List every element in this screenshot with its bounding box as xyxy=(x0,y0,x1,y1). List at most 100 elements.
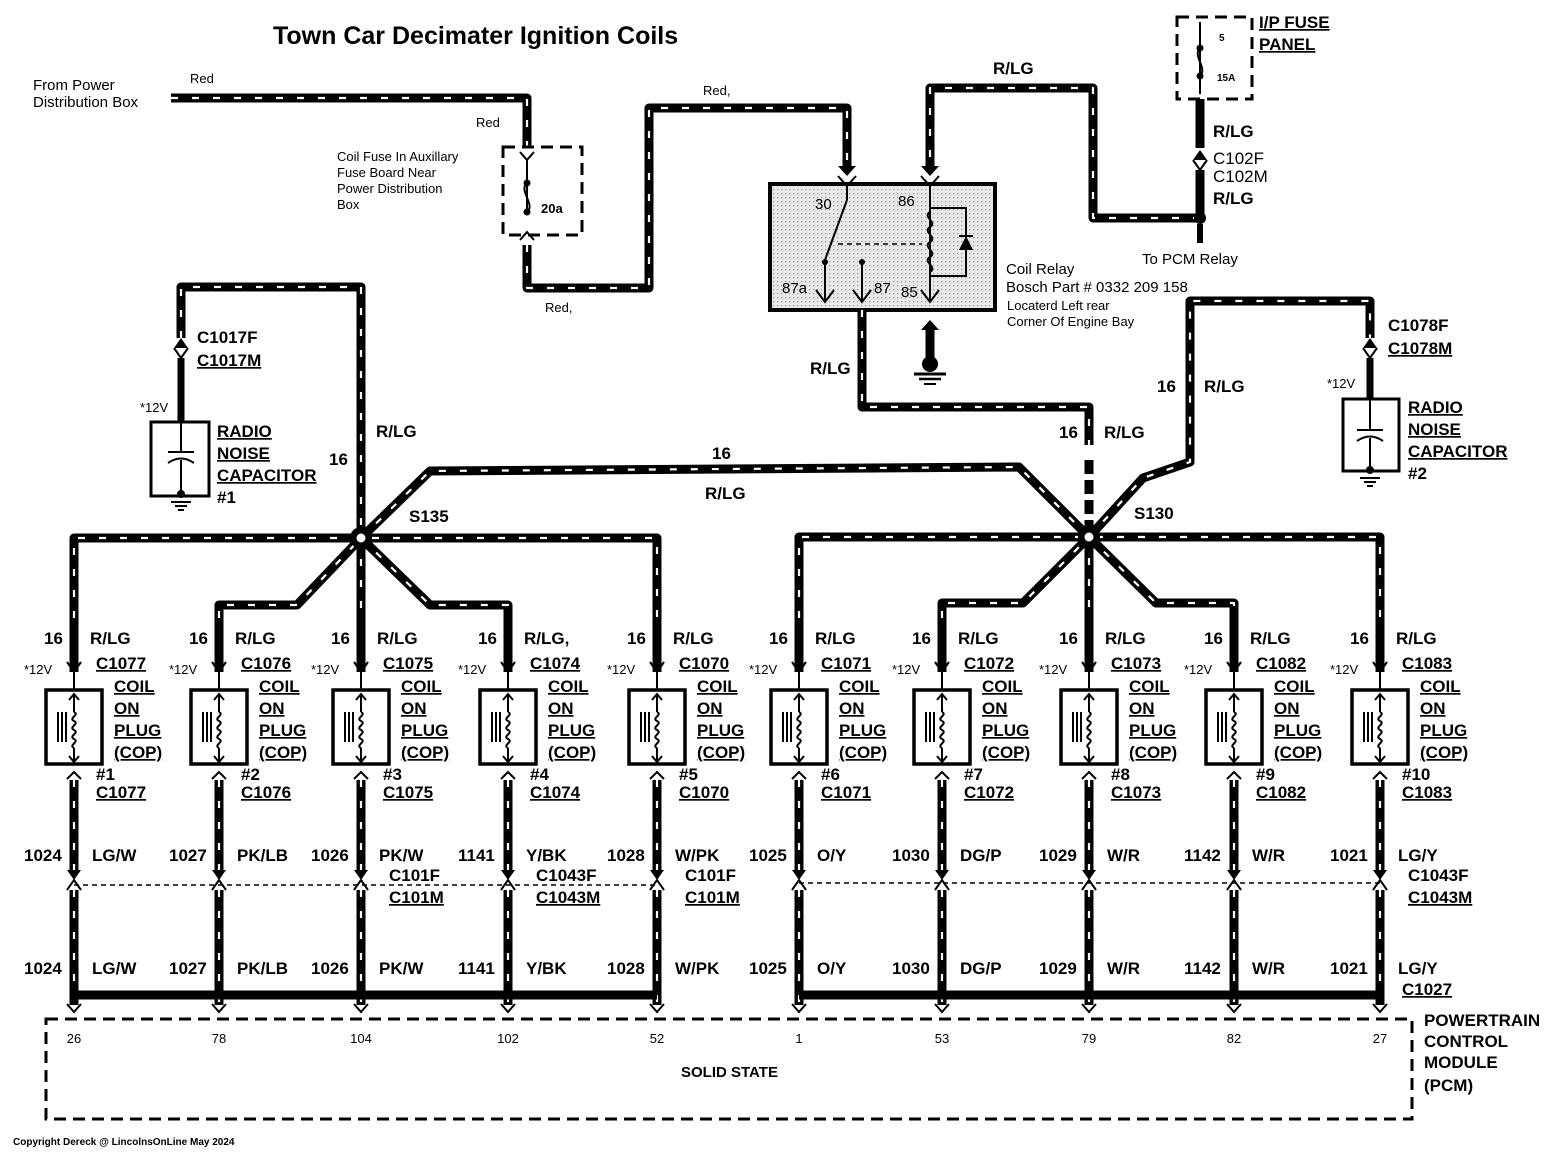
wire-color-label: LG/W xyxy=(92,846,137,865)
pcm-pin-label: 82 xyxy=(1227,1031,1241,1046)
coil-connector-label: C1075 xyxy=(383,783,433,802)
voltage-label: *12V xyxy=(311,662,340,677)
wire-color-label: O/Y xyxy=(817,846,847,865)
wire-color-label: PK/W xyxy=(379,846,424,865)
wire-color-label: W/R xyxy=(1252,846,1285,865)
circuit-number-label: 1024 xyxy=(24,959,62,978)
coil-number: #6 xyxy=(821,765,840,784)
coil-number: #10 xyxy=(1402,765,1430,784)
relay-pin-87: 87 xyxy=(874,280,891,297)
ground-icon xyxy=(914,320,946,385)
coil-fuse xyxy=(501,145,584,241)
relay-supply-wire-label: R/LG xyxy=(993,59,1034,78)
coil-connector-label: C1083 xyxy=(1402,654,1452,673)
wire-color-label: R/LG xyxy=(1396,629,1437,648)
coil-label: PLUG xyxy=(1274,721,1321,740)
wire-color-label: R/LG xyxy=(705,484,746,503)
coil-number: #8 xyxy=(1111,765,1130,784)
capacitor-label: RADIO xyxy=(217,422,272,441)
wire-color-label: R/LG xyxy=(90,629,131,648)
coil-number: #5 xyxy=(679,765,698,784)
circuit-number-label: 1029 xyxy=(1039,959,1077,978)
coil-number: #4 xyxy=(530,765,549,784)
capacitor-number: #1 xyxy=(217,488,236,507)
copyright-text: Copyright Dereck @ LincolnsOnLine May 20… xyxy=(13,1137,235,1148)
power-source-label-2: Distribution Box xyxy=(33,94,139,111)
connector-label: C102M xyxy=(1213,167,1268,186)
coil-2 xyxy=(189,618,249,1014)
coil-label: (COP) xyxy=(401,743,449,762)
pcm-pin-label: 78 xyxy=(212,1031,226,1046)
coil-fuse-note: Fuse Board Near xyxy=(337,165,437,180)
wire-gauge-label: 16 xyxy=(1059,629,1078,648)
coil-connector-label: C1072 xyxy=(964,654,1014,673)
coil-label: PLUG xyxy=(1420,721,1467,740)
ip-fuse-panel-label: I/P FUSE xyxy=(1259,13,1330,32)
to-pcm-relay-label: To PCM Relay xyxy=(1142,251,1238,268)
coil-4 xyxy=(478,618,538,1014)
wire-color-label: R/LG xyxy=(235,629,276,648)
pcm-pin-label: 102 xyxy=(497,1031,519,1046)
pcm-pin-label: 52 xyxy=(650,1031,664,1046)
pcm-label-4: (PCM) xyxy=(1424,1076,1473,1095)
coil-label: PLUG xyxy=(982,721,1029,740)
inline-connector-label: C1043M xyxy=(536,888,600,907)
connector-label: C1017M xyxy=(197,351,261,370)
wire-color-label: R/LG, xyxy=(524,629,569,648)
wire-color-label: Y/BK xyxy=(526,959,567,978)
pcm-connector-label: C1027 xyxy=(1402,980,1452,999)
pcm-pin-label: 53 xyxy=(935,1031,949,1046)
wire-gauge-label: 16 xyxy=(912,629,931,648)
coil-label: ON xyxy=(259,699,285,718)
voltage-label: *12V xyxy=(24,662,53,677)
connector-label: C102F xyxy=(1213,149,1264,168)
wire-gauge-label: 16 xyxy=(329,450,348,469)
relay-output-wire-label: R/LG xyxy=(810,359,851,378)
voltage-label: *12V xyxy=(607,662,636,677)
circuit-number-label: 1025 xyxy=(749,846,787,865)
ip-fuse-number: 5 xyxy=(1219,33,1225,44)
coil-relay xyxy=(768,166,997,312)
coil-label: PLUG xyxy=(401,721,448,740)
coil-3 xyxy=(331,618,391,1014)
circuit-number-label: 1028 xyxy=(607,846,645,865)
wire-color-label: Red xyxy=(190,71,214,86)
pcm-label-3: MODULE xyxy=(1424,1053,1498,1072)
coil-label: PLUG xyxy=(839,721,886,740)
coil-number: #9 xyxy=(1256,765,1275,784)
wire-gauge-label: 16 xyxy=(478,629,497,648)
wire-color-label: W/R xyxy=(1107,959,1140,978)
wire-color-label: Red, xyxy=(703,83,730,98)
circuit-number-label: 1026 xyxy=(311,846,349,865)
voltage-label: *12V xyxy=(458,662,487,677)
coil-label: COIL xyxy=(697,677,738,696)
coil-connector-label: C1074 xyxy=(530,783,581,802)
wire-color-label: O/Y xyxy=(817,959,847,978)
wire-gauge-label: 16 xyxy=(627,629,646,648)
voltage-label: *12V xyxy=(749,662,778,677)
wire-color-label: W/R xyxy=(1107,846,1140,865)
wire-color-label: R/LG xyxy=(815,629,856,648)
coil-fuse-note: Box xyxy=(337,197,360,212)
inline-connector-label: C1043F xyxy=(536,866,596,885)
splice-label: S130 xyxy=(1134,504,1174,523)
relay-pin-85: 85 xyxy=(901,284,918,301)
wire-color-label: LG/W xyxy=(92,959,137,978)
wire-color-label: R/LG xyxy=(1105,629,1146,648)
wire-color-label: PK/LB xyxy=(237,959,288,978)
circuit-number-label: 1141 xyxy=(458,846,495,865)
coil-label: ON xyxy=(1274,699,1300,718)
radio-noise-capacitor-2 xyxy=(1341,397,1401,487)
wire-gauge-label: 16 xyxy=(1157,377,1176,396)
wire-gauge-label: 16 xyxy=(1204,629,1223,648)
wire-color-label: W/PK xyxy=(675,846,720,865)
circuit-number-label: 1030 xyxy=(892,846,930,865)
coil-9 xyxy=(1204,618,1264,1014)
splice-label: S135 xyxy=(409,507,449,526)
coil-label: PLUG xyxy=(114,721,161,740)
circuit-number-label: 1030 xyxy=(892,959,930,978)
wire-color-label: R/LG xyxy=(1104,423,1145,442)
wire-color-label: W/PK xyxy=(675,959,720,978)
voltage-label: *12V xyxy=(1184,662,1213,677)
